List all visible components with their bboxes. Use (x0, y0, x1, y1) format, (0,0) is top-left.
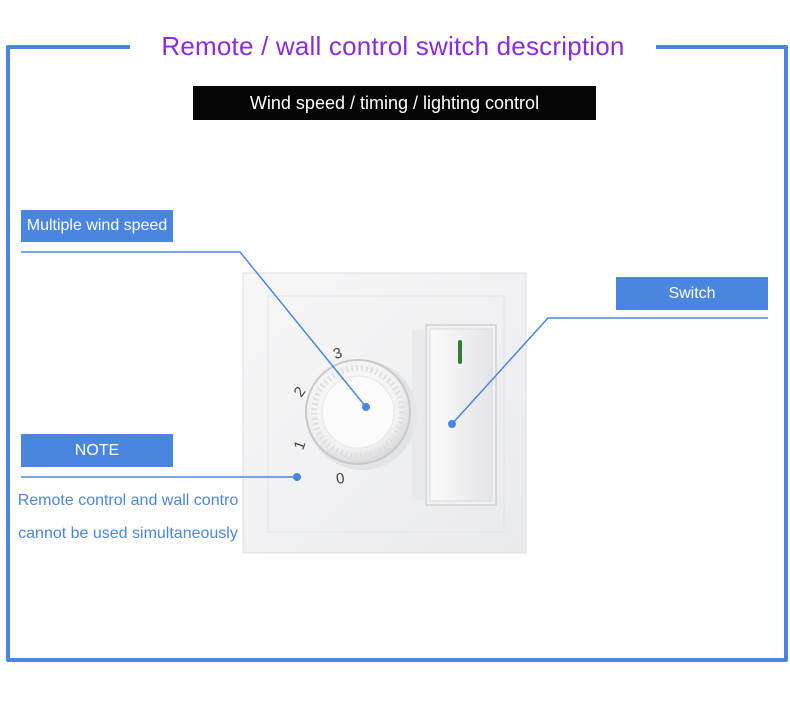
wall-plate-inner (267, 295, 505, 533)
title-mask (130, 30, 656, 64)
switch-callout-dot (448, 420, 456, 428)
page-title: Remote / wall control switch description (161, 31, 625, 61)
note-callout-dot (293, 473, 301, 481)
knob-ring (311, 365, 405, 459)
knob-face (321, 375, 395, 449)
note-text-line-2: cannot be used simultaneously (18, 525, 238, 542)
note-label: NOTE (21, 434, 173, 467)
rocker-indicator (458, 340, 462, 364)
rocker-shadow (412, 330, 426, 500)
wind-speed-callout-dot (362, 403, 370, 411)
switch-callout-line (451, 317, 768, 425)
dial-mark-0: 0 (335, 470, 346, 488)
wind-speed-callout-line (21, 251, 367, 408)
switch-label: Switch (616, 277, 768, 310)
wind-speed-label: Multiple wind speed (21, 210, 173, 242)
subtitle-banner: Wind speed / timing / lighting control (193, 86, 596, 120)
note-text-line-1: Remote control and wall contro (17, 492, 239, 509)
